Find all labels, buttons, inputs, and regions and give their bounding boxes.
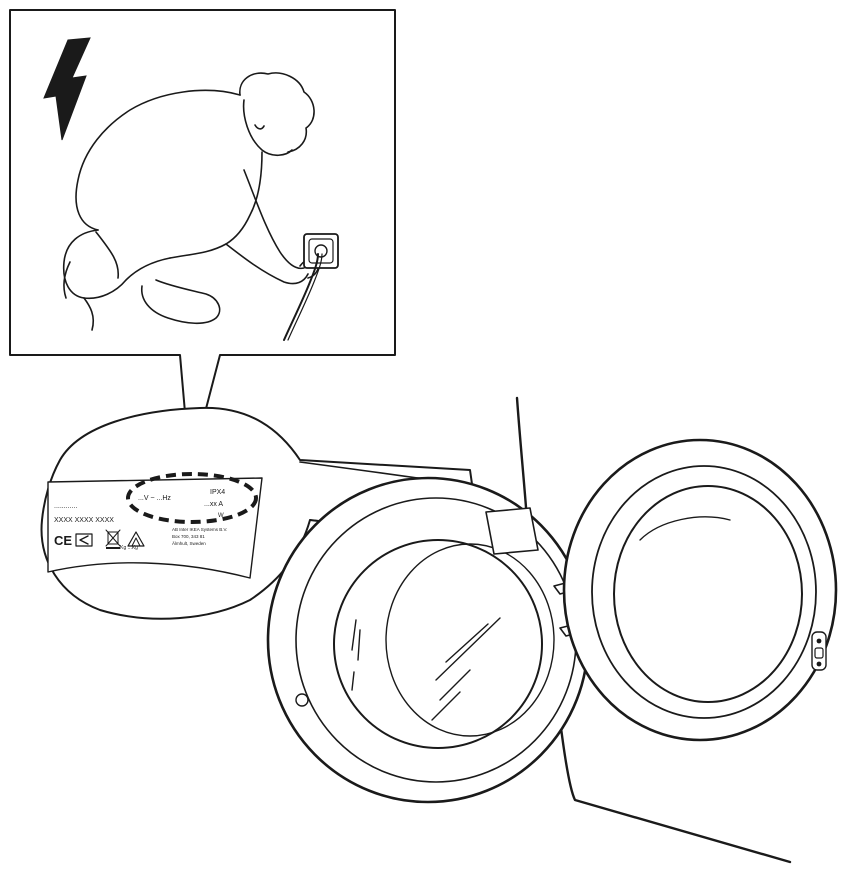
rating-label-address-1: AB Inter IKEA Systems B.V. [172,527,227,532]
rating-label-voltage: ...V ~ ...Hz [138,495,171,502]
recycle-symbol-icon [127,531,145,547]
rating-label-callout: ............ XXXX XXXX XXXX ...V ~ ...Hz… [40,406,481,620]
door-lock-icon [811,631,827,671]
rating-label-address-3: Älmhult, Sweden [172,540,206,546]
rating-label-current: ...xx A [204,501,223,508]
rating-label-address-2: Box 700, 343 81 [172,534,205,539]
ce-mark-icon: CE [54,533,72,548]
rating-label-dots: ............ [54,503,77,510]
rating-label-power: W [218,513,224,519]
rating-label-ip: IPX4 [210,489,225,496]
lightning-bolt-icon [43,37,91,141]
washing-machine [266,396,838,864]
rating-label-model: XXXX XXXX XXXX [54,517,114,524]
class-marking-icon [75,533,93,547]
person-figure [62,72,320,331]
rating-label-weight: ...Kg ...Kg [116,545,138,551]
wall-socket-icon [283,233,339,341]
electric-shock-warning-panel [9,9,396,471]
weee-bin-icon [105,529,121,549]
